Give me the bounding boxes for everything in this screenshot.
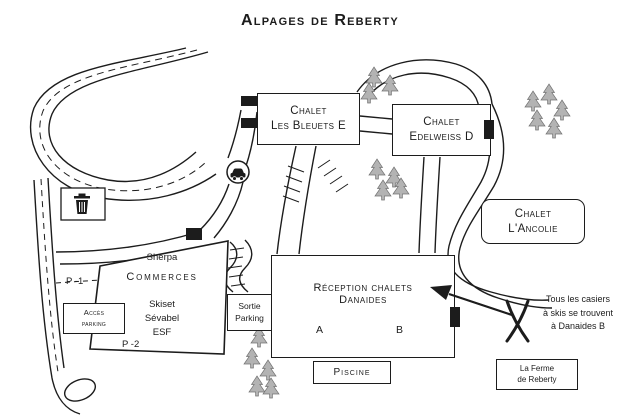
entrance-marker-edelweiss [484, 120, 494, 139]
reception-danaides-box: Réception chalets Danaides A B [271, 255, 455, 358]
car-sign-icon [226, 160, 250, 184]
chalet-edelweiss-line2: Edelweiss D [409, 131, 474, 143]
ferme-line2: de Reberty [517, 374, 557, 384]
stair-hatching [227, 159, 349, 287]
callout-line1: Tous les casiers [545, 294, 611, 304]
chalet-ancolie-line2: L'Ancolie [508, 222, 558, 235]
parking-level-2-label: P -2 [122, 339, 140, 350]
acces-parking-line1: Accès [83, 308, 105, 318]
road-network [29, 47, 553, 415]
wing-a-label: A [316, 324, 324, 336]
trash-bin-icon [60, 187, 106, 221]
ski-lockers-callout: Tous les casiers à skis se trouvent à Da… [528, 293, 628, 334]
acces-parking-line2: parking [81, 318, 107, 328]
sortie-parking-line2: Parking [235, 312, 264, 323]
commerces-labels: Sherpa Commerces Skiset Sévabel ESF [106, 252, 218, 339]
entrance-marker-bleuets-2 [241, 118, 257, 128]
chalet-ancolie-box: Chalet L'Ancolie [481, 199, 585, 244]
chalet-edelweiss-box: Chalet Edelweiss D [392, 104, 491, 156]
sortie-parking-line1: Sortie [238, 301, 261, 312]
commerces-item-esf: ESF [152, 326, 172, 338]
ferme-line1: La Ferme [519, 363, 555, 373]
sortie-parking-box: Sortie Parking [227, 294, 272, 331]
chalet-les-bleuets-line2: Les Bleuets E [270, 120, 347, 132]
acces-parking-box: Accès parking [63, 303, 125, 334]
entrance-marker-danaides [450, 307, 460, 327]
callout-line2: à skis se trouvent [542, 307, 614, 318]
reception-line2: Danaides [339, 294, 387, 306]
chalet-les-bleuets-box: Chalet Les Bleuets E [257, 93, 360, 145]
parking-level-1-label: P -1 [66, 276, 84, 287]
chalet-ancolie-line1: Chalet [514, 207, 552, 220]
entrance-marker-bleuets-1 [241, 96, 257, 106]
commerces-item-skiset: Skiset [149, 299, 175, 310]
page-title: Alpages de Reberty [241, 12, 399, 29]
wing-b-label: B [396, 324, 404, 336]
junction-marker [186, 228, 202, 240]
reception-line1: Réception chalets [313, 282, 413, 294]
commerces-item-sevabel: Sévabel [144, 312, 180, 324]
chalet-les-bleuets-line1: Chalet [290, 105, 327, 118]
callout-line3: à Danaides B [550, 321, 606, 331]
sherpa-label: Sherpa [146, 252, 178, 263]
commerces-title: Commerces [126, 271, 198, 283]
la-ferme-de-reberty-box: La Ferme de Reberty [496, 359, 578, 390]
piscine-box: Piscine [313, 361, 391, 384]
piscine-label: Piscine [333, 367, 371, 378]
chalet-edelweiss-line1: Chalet [423, 116, 460, 129]
